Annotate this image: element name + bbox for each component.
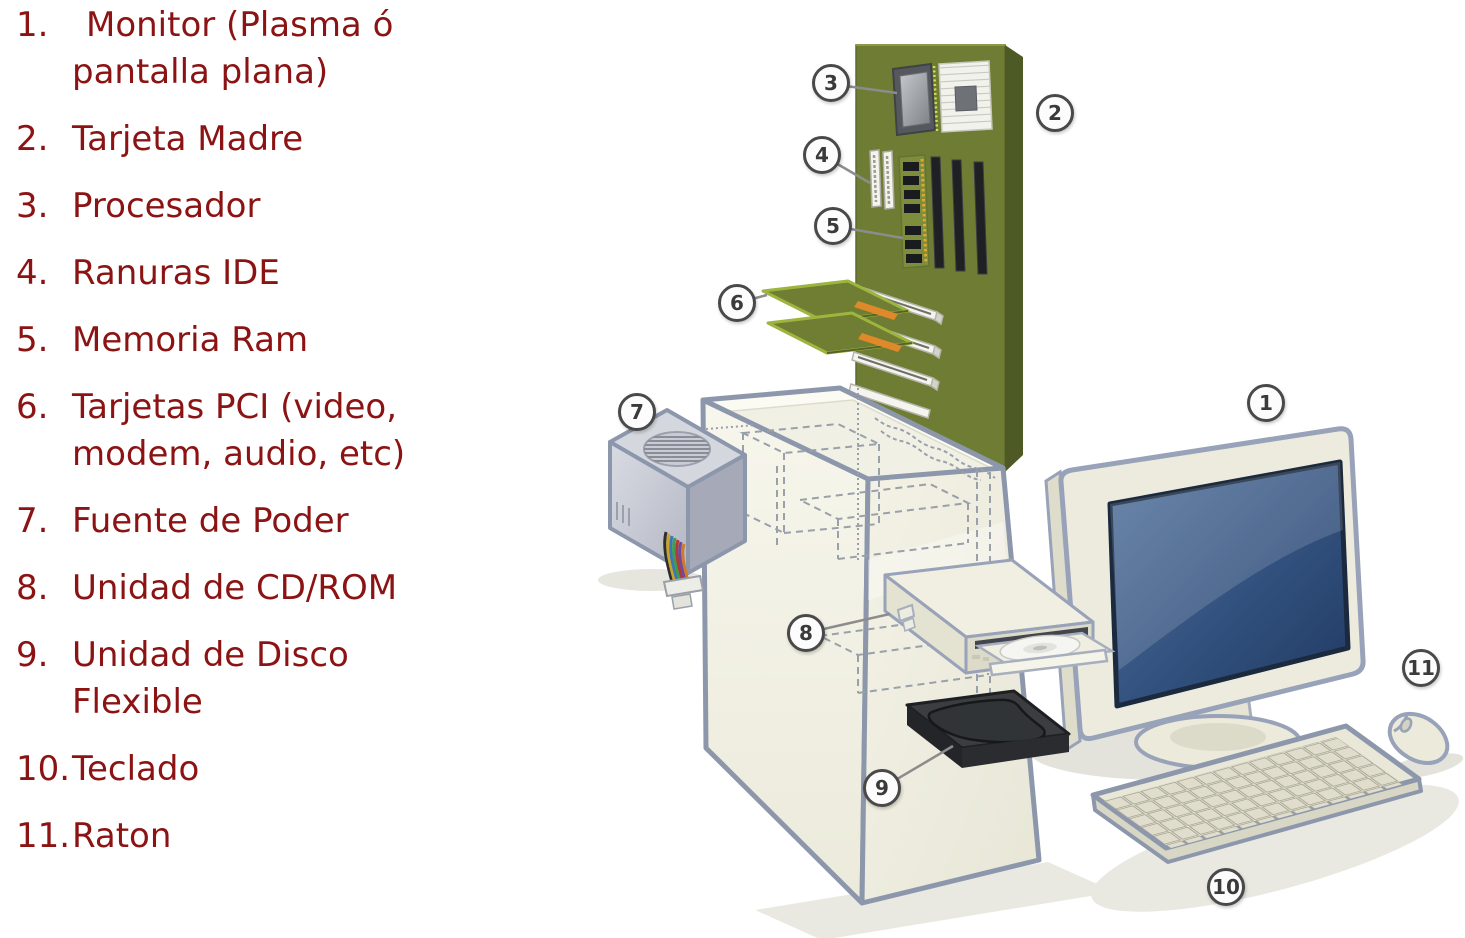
legend-number: 2. (16, 119, 49, 159)
legend-number: 5. (16, 320, 49, 360)
legend-item-3: 3. Procesador (16, 183, 506, 230)
legend-number: 4. (16, 253, 49, 293)
motherboard (848, 44, 1023, 491)
legend-label: Ranuras IDE (72, 253, 280, 293)
legend-item-2: 2. Tarjeta Madre (16, 116, 506, 163)
callout-4: 4 (803, 136, 841, 174)
legend-number: 8. (16, 568, 49, 608)
monitor (1044, 426, 1366, 770)
legend-item-10: 10.Teclado (16, 746, 506, 793)
legend-label: Fuente de Poder (72, 501, 349, 541)
cdrom-drive (883, 558, 1116, 677)
legend-number: 3. (16, 186, 49, 226)
legend-item-7: 7. Fuente de Poder (16, 498, 506, 545)
callout-11: 11 (1402, 649, 1440, 687)
legend-item-4: 4. Ranuras IDE (16, 250, 506, 297)
legend-label: Tarjetas PCI (video, modem, audio, etc) (72, 387, 406, 474)
keyboard-keys (1103, 737, 1404, 848)
ram-slots (930, 156, 988, 275)
monitor-screen (1107, 459, 1351, 709)
legend-item-5: 5. Memoria Ram (16, 317, 506, 364)
legend-number: 7. (16, 501, 49, 541)
cpu-latch (932, 65, 939, 132)
legend-label: Unidad de CD/ROM (72, 568, 398, 608)
legend-number: 10. (16, 749, 71, 789)
legend-label: Tarjeta Madre (72, 119, 304, 159)
screen-glare (1110, 462, 1343, 670)
legend-label: Teclado (72, 749, 200, 789)
callout-1: 1 (1247, 384, 1285, 422)
callout-8: 8 (787, 614, 825, 652)
legend-item-6: 6. Tarjetas PCI (video, modem, audio, etc… (16, 384, 506, 478)
legend-label: Monitor (Plasma ó pantalla plana) (72, 5, 394, 92)
pci-connector (854, 301, 898, 320)
legend-list: 1. Monitor (Plasma ó pantalla plana) 2. Ta… (16, 2, 506, 880)
ide-slots (869, 149, 895, 210)
ram-module (898, 154, 930, 269)
case-front-panel (859, 465, 1042, 906)
legend-number: 11. (16, 816, 71, 856)
legend-label: Raton (72, 816, 172, 856)
floppy-top-cover (927, 698, 1046, 744)
pci-cards (761, 279, 914, 355)
legend-number: 6. (16, 387, 49, 427)
pci-connector (858, 333, 902, 352)
callout-10: 10 (1207, 868, 1245, 906)
legend-item-1: 1. Monitor (Plasma ó pantalla plana) (16, 2, 506, 96)
callout-3: 3 (812, 64, 850, 102)
cpu (891, 60, 993, 137)
callout-6: 6 (718, 284, 756, 322)
legend-number: 1. (16, 5, 49, 45)
psu-connector (662, 574, 705, 598)
legend-item-11: 11.Raton (16, 813, 506, 860)
keyboard (1090, 723, 1423, 864)
legend-label: Memoria Ram (72, 320, 309, 360)
legend-item-8: 8. Unidad de CD/ROM (16, 565, 506, 612)
callout-2: 2 (1036, 94, 1074, 132)
callout-9: 9 (863, 769, 901, 807)
callout-5: 5 (814, 207, 852, 245)
legend-item-9: 9. Unidad de Disco Flexible (16, 632, 506, 726)
mouse (1387, 711, 1450, 766)
motherboard-side (1005, 45, 1023, 472)
legend-label: Procesador (72, 186, 261, 226)
legend-label: Unidad de Disco Flexible (72, 635, 349, 722)
floppy-drive (905, 689, 1071, 768)
callout-7: 7 (618, 393, 656, 431)
mouse-wheel (1399, 717, 1413, 733)
psu-vents (616, 502, 630, 526)
cdrom-tray-bezel (988, 648, 1109, 677)
legend-number: 9. (16, 635, 49, 675)
